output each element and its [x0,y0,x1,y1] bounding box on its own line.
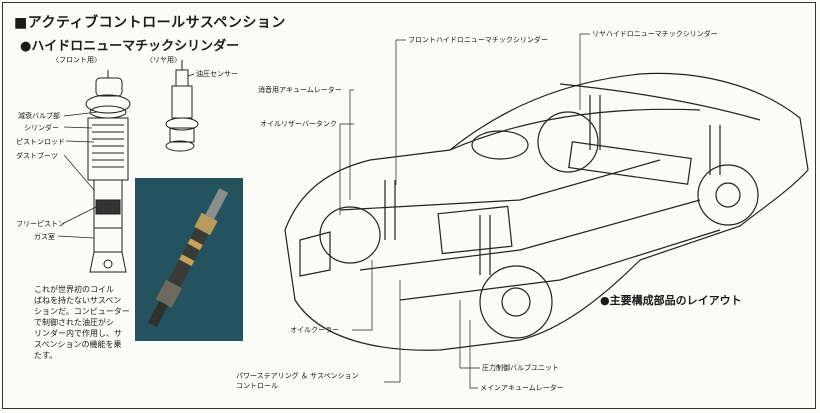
label-damping-accumulator: 消音用アキュームレーター [258,86,342,94]
car-body-illustration [284,72,809,351]
layout-title: ●主要構成部品のレイアウト [600,294,742,307]
caption-line: スペンションの機能を果 [34,340,122,349]
label-gas-chamber: ガス室 [34,233,55,241]
label-damping-valve: 減衰バルブ部 [18,112,60,120]
caption-line: で制御された油圧がシ [34,318,114,327]
label-oil-reservoir-tank: オイルリザーバータンク [260,120,337,128]
section-subtitle: ●ハイドロニューマチックシリンダー [20,39,240,54]
label-free-piston: フリーピストン [16,220,65,228]
front-cylinder-illustration [85,70,131,273]
caption-line: たす。 [34,351,58,360]
rear-cylinder-illustration [165,60,199,152]
caption-line: ションだ。コンピューター [34,307,130,316]
label-rear-use: 〈リヤ用〉 [146,56,181,64]
label-cylinder: シリンダー [24,124,59,132]
label-piston-rod: ピストンロッド [16,138,65,146]
label-front-cylinder: フロントハイドロニューマチックシリンダー [408,36,548,44]
label-oil-cooler: オイルクーラー [290,326,339,334]
caption-line: これが世界初のコイル [34,285,114,294]
label-oil-pressure-sensor: 油圧センサー [196,70,238,78]
cylinder-photo [135,178,243,341]
caption-line: リンダー内で作用し、サ [34,329,122,338]
label-main-accumulator: メインアキュームレーター [480,384,564,392]
label-pressure-valve-unit: 圧力制御バルブユニット [482,364,559,372]
caption-text: これが世界初のコイル ばねを持たないサスペン ションだ。コンピューター で制御さ… [34,284,134,361]
label-front-use: 〈フロント用〉 [52,56,101,64]
label-power-steering: パワーステアリング ＆ サスペンション [236,372,359,380]
caption-line: ばねを持たないサスペン [34,296,122,305]
page-frame [2,2,816,409]
label-power-steering-2: コントロール [236,382,278,390]
label-rear-cylinder: リヤハイドロニューマチックシリンダー [592,30,718,38]
page-title: ■アクティブコントロールサスペンション [14,15,286,31]
label-dust-boots: ダストブーツ [16,152,58,160]
